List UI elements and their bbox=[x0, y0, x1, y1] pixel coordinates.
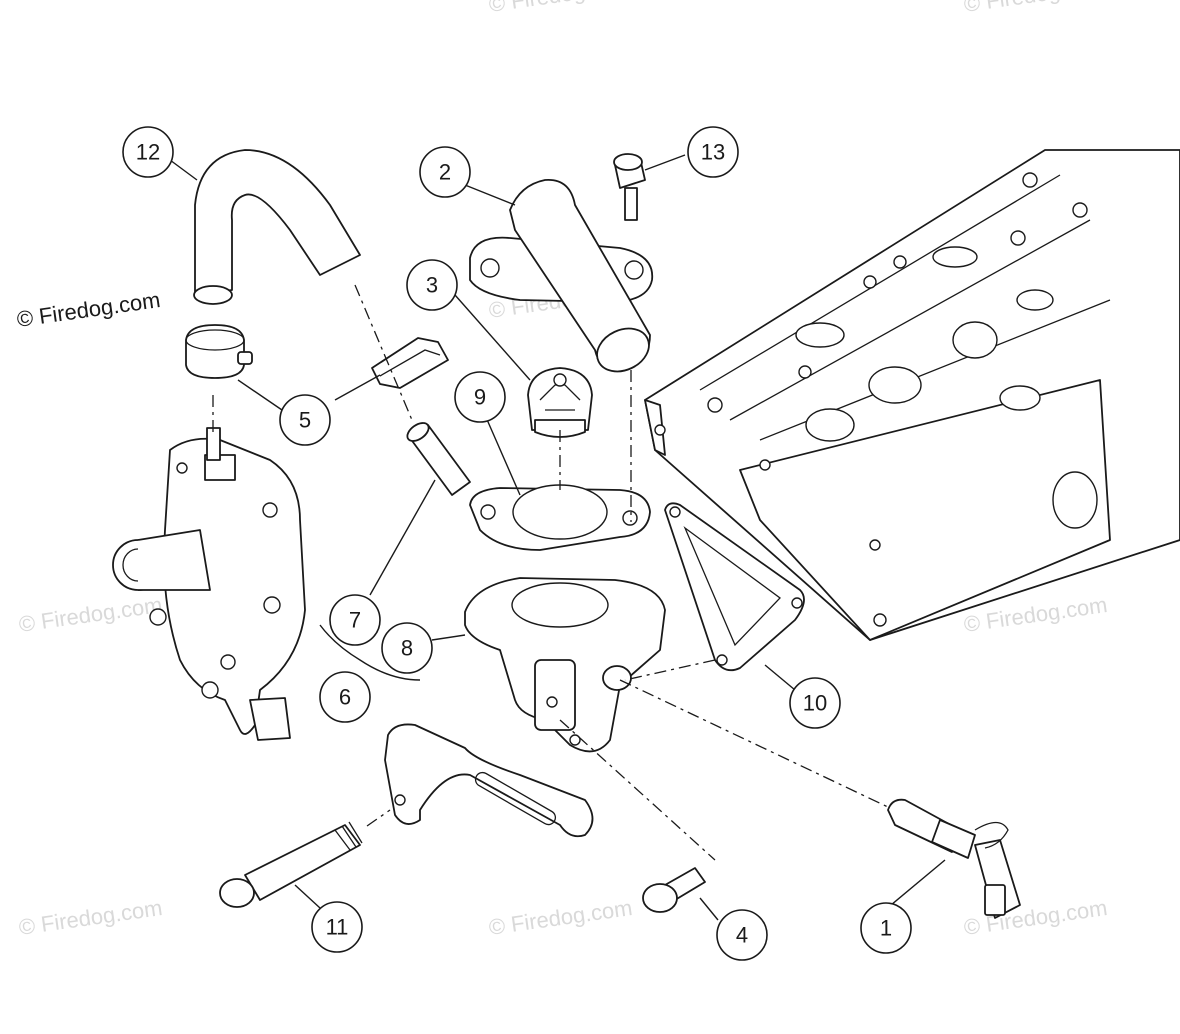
callout-5: 5 bbox=[279, 394, 331, 446]
clip-part-5 bbox=[371, 337, 449, 389]
copyright-credit: © Firedog.com bbox=[15, 287, 162, 332]
callout-7: 7 bbox=[329, 594, 381, 646]
callout-11: 11 bbox=[311, 901, 363, 953]
callout-label: 11 bbox=[326, 915, 349, 940]
sleeve-part-7 bbox=[406, 422, 471, 496]
sensor-part-1 bbox=[887, 798, 1021, 919]
callout-label: 7 bbox=[349, 608, 361, 633]
bolt-part-13 bbox=[613, 153, 646, 221]
watermark: © Firedog.com bbox=[487, 0, 634, 17]
callout-4: 4 bbox=[716, 909, 768, 961]
watermark: © Firedog.com bbox=[17, 592, 164, 637]
callout-label: 10 bbox=[803, 691, 827, 716]
leader-lines bbox=[169, 154, 946, 921]
callout-label: 5 bbox=[299, 408, 311, 433]
callout-13: 13 bbox=[687, 126, 739, 178]
callout-6: 6 bbox=[319, 671, 371, 723]
watermark: © Firedog.com bbox=[487, 895, 634, 940]
callout-label: 9 bbox=[474, 385, 486, 410]
watermark: © Firedog.com bbox=[17, 895, 164, 940]
water-pump-housing bbox=[112, 427, 306, 741]
bracket bbox=[384, 723, 594, 838]
hose-part-12 bbox=[193, 149, 361, 305]
callout-2: 2 bbox=[419, 146, 471, 198]
callout-label: 13 bbox=[701, 140, 725, 165]
cylinder-head bbox=[644, 149, 1180, 641]
callout-label: 1 bbox=[880, 916, 892, 941]
callout-label: 4 bbox=[736, 923, 748, 948]
callout-label: 12 bbox=[136, 140, 160, 165]
callout-label: 2 bbox=[439, 160, 451, 185]
bolt-part-11 bbox=[219, 821, 363, 908]
watermark: © Firedog.com bbox=[962, 0, 1109, 17]
thermostat-housing-part-8 bbox=[464, 577, 666, 753]
assembly-line bbox=[619, 679, 891, 809]
callout-1: 1 bbox=[860, 902, 912, 954]
gasket-part-9 bbox=[469, 484, 651, 551]
assembly-line bbox=[366, 809, 391, 827]
thermostat-part-3 bbox=[527, 367, 593, 438]
callout-label: 3 bbox=[426, 273, 438, 298]
callout-10: 10 bbox=[789, 677, 841, 729]
bolt-part-4 bbox=[642, 867, 706, 913]
assembly-line bbox=[624, 659, 716, 681]
thermostat-cover-part-2 bbox=[469, 179, 654, 373]
callout-3: 3 bbox=[406, 259, 458, 311]
assembly-line bbox=[559, 719, 716, 861]
callout-label: 6 bbox=[339, 685, 351, 710]
clamp-part-5 bbox=[185, 324, 253, 379]
callout-label: 8 bbox=[401, 636, 413, 661]
gasket-part-10 bbox=[664, 502, 805, 672]
callout-9: 9 bbox=[454, 371, 506, 423]
callout-12: 12 bbox=[122, 126, 174, 178]
callout-8: 8 bbox=[381, 622, 433, 674]
